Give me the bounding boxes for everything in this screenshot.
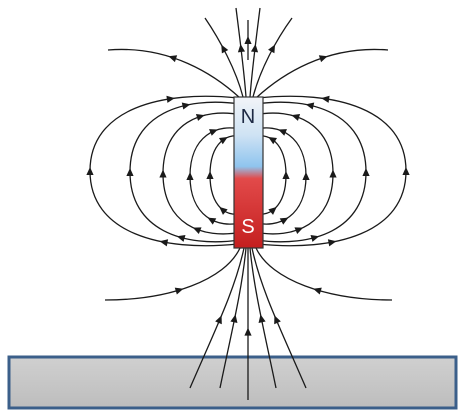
field-arrow-loop-4-r-1 (311, 233, 321, 242)
field-arrow-north-3 (218, 43, 228, 53)
field-arrow-loop-3-r-3 (290, 112, 300, 121)
field-arrow-north-1 (237, 44, 245, 53)
south-pole-label: S (241, 216, 254, 238)
field-loop-3-left (163, 113, 242, 234)
field-loop-4-left (130, 102, 240, 242)
field-arrow-south-2 (215, 314, 225, 324)
field-arrow-south-5 (312, 285, 322, 294)
field-arrow-south-3 (271, 314, 281, 324)
field-loop-5-left (90, 96, 238, 245)
field-arrow-loop-2-r-1 (280, 214, 290, 224)
field-arrow-loop-5-r-2 (402, 167, 409, 175)
field-arrow-north-4 (268, 43, 278, 53)
field-loop-5-right (258, 96, 406, 245)
field-arrow-loop-3-l-3 (196, 112, 206, 121)
field-line-north-2 (250, 8, 260, 97)
field-arrow-loop-2-l-3 (209, 126, 219, 136)
field-line-north-4 (253, 18, 292, 97)
field-loop-3-right (254, 113, 333, 234)
field-arrow-loop-4-r-2 (362, 168, 369, 176)
field-arrow-loop-3-r-2 (329, 169, 336, 177)
field-arrow-loop-2-r-2 (302, 172, 309, 180)
field-arrow-loop-1-l-2 (206, 171, 213, 179)
field-arrow-north-6 (319, 53, 329, 62)
field-line-north-1 (236, 8, 246, 97)
field-arrow-axis-top (244, 36, 251, 44)
field-arrow-loop-4-r-3 (305, 101, 314, 110)
field-arrow-loop-3-l-2 (159, 169, 166, 177)
north-pole-label: N (241, 106, 255, 128)
field-line-south-5 (256, 248, 392, 300)
field-arrow-loop-3-l-1 (191, 224, 201, 234)
field-arrow-loop-5-l-2 (86, 167, 93, 175)
field-arrow-loop-4-l-2 (126, 168, 133, 176)
field-arrow-north-5 (167, 53, 177, 62)
field-arrow-south-1 (244, 328, 251, 336)
field-arrow-loop-4-l-1 (176, 233, 186, 242)
field-arrow-loop-3-r-1 (294, 224, 304, 234)
field-loop-4-right (256, 102, 366, 242)
field-arrow-loop-2-l-2 (186, 172, 193, 180)
field-arrow-north-2 (251, 44, 259, 53)
field-line-south-4 (105, 248, 240, 300)
field-arrow-loop-2-r-3 (277, 126, 287, 136)
field-arrow-loop-1-r-2 (282, 171, 289, 179)
field-arrow-loop-4-l-3 (182, 101, 191, 110)
field-arrow-loop-2-l-1 (206, 214, 216, 224)
field-arrow-south-4 (175, 285, 185, 294)
ground-surface (9, 357, 456, 408)
